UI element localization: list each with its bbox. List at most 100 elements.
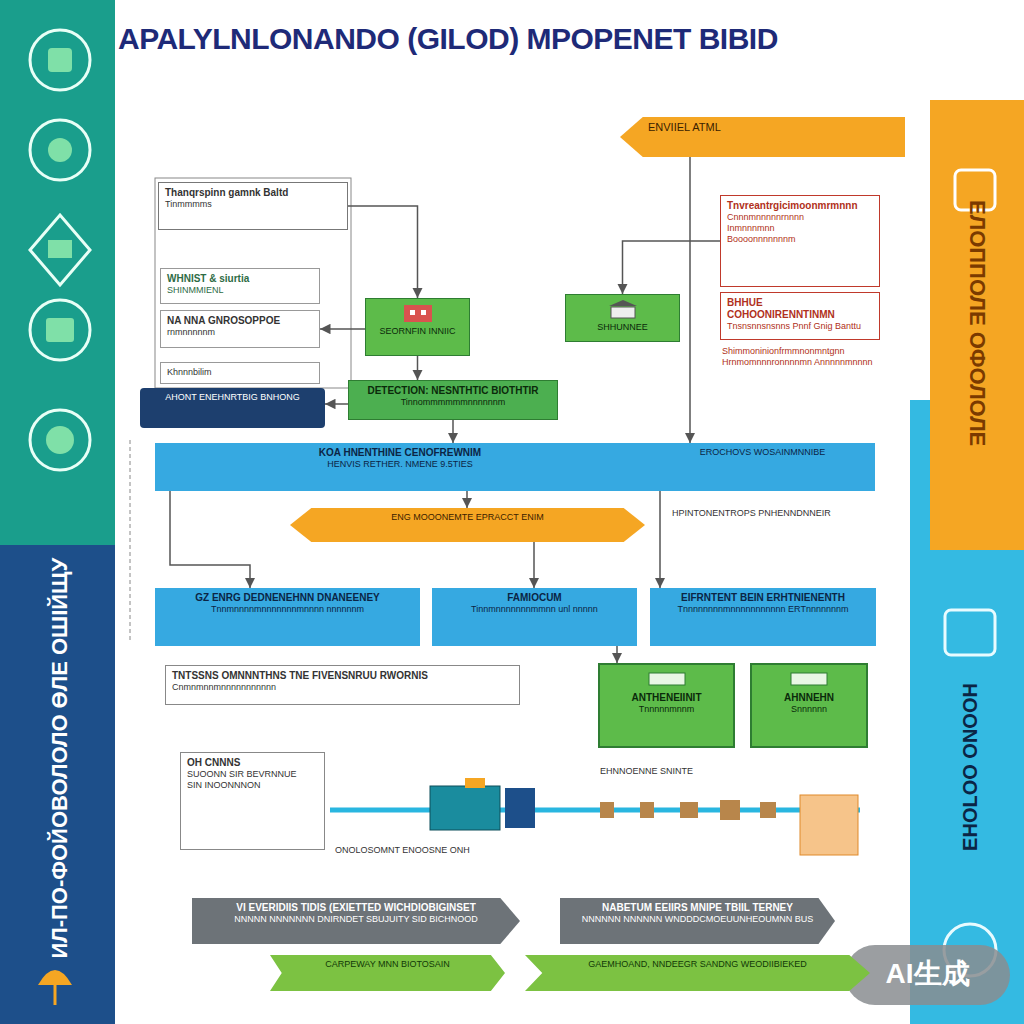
icon-glyph bbox=[46, 318, 74, 342]
node-body: SUOONN SIR BEVRNNUE bbox=[187, 769, 318, 780]
node-heading: EIFRNTENT BEIN ERHTNIENENTH bbox=[656, 592, 870, 604]
node-body: SHINMMIENL bbox=[167, 285, 313, 296]
arrow-banner: GAEMHOAND, NNDEEGR SANDNG WEODIIBIEKED bbox=[525, 955, 870, 991]
watermark-pill bbox=[845, 945, 1010, 1005]
pipeline-block bbox=[760, 802, 776, 818]
process-box: AHONT ENEHNRTBIG BNHONG bbox=[140, 388, 325, 428]
icon-glyph bbox=[46, 426, 74, 454]
page-title: APALYLNLONANDO (GILOD) MPOPENET BIBID bbox=[118, 22, 938, 56]
panel-icon bbox=[649, 673, 685, 685]
building-icon bbox=[410, 310, 415, 315]
node-body: Tnnmnnnnmnnnnnnnmnnnn nnnnnnm bbox=[161, 604, 414, 615]
process-box: WHNIST & siurtiaSHINMMIENL bbox=[160, 268, 320, 304]
side-panel bbox=[0, 0, 115, 545]
node-body: Cnnnmnnnnnrnnnn bbox=[727, 212, 873, 223]
process-box: GZ ENRG DEDNENEHNN DNANEENEYTnnmnnnnmnnn… bbox=[155, 588, 420, 646]
process-box: TnvreantrgicimoonmrmnnnCnnnmnnnnnrnnnnIn… bbox=[720, 195, 880, 287]
icon-group bbox=[46, 48, 74, 454]
connector-arrow bbox=[533, 542, 535, 588]
node-heading: WHNIST & siurtia bbox=[167, 273, 313, 285]
process-box: EROCHOVS WOSAINMNNIBE bbox=[650, 443, 875, 491]
process-box: NA NNA GNROSOPPOErnmnnnnnm bbox=[160, 310, 320, 348]
note-label: ONOLOSOMNT ENOOSNE ONH bbox=[335, 845, 575, 856]
circle-icon bbox=[30, 30, 90, 90]
node-body: HENVIS RETHER. NMENE 9.5TIES bbox=[161, 459, 639, 470]
node-body: Tnnnnnmnnm bbox=[606, 704, 727, 715]
pipeline-block bbox=[600, 802, 614, 818]
pipeline-unit bbox=[505, 788, 535, 828]
node-body: Snnnnnn bbox=[758, 704, 860, 715]
note-label: EHNNOENNE SNINTE bbox=[600, 766, 800, 777]
node-outline bbox=[620, 117, 905, 157]
box-icon bbox=[789, 669, 829, 689]
icon-glyph bbox=[48, 48, 72, 72]
bank-icon bbox=[609, 300, 637, 306]
node-outline bbox=[525, 955, 870, 991]
process-box: SEORNFIN INNIIC bbox=[365, 298, 470, 356]
node-body: Boooonnnnnnnm bbox=[727, 234, 873, 245]
pipeline-block bbox=[640, 802, 654, 818]
node-heading: GAEMHOAND, NNDEEGR SANDNG WEODIIBIEKED bbox=[545, 959, 850, 970]
side-panel bbox=[0, 545, 115, 1024]
group-outline bbox=[155, 178, 351, 388]
circle-icon bbox=[30, 410, 90, 470]
node-heading: SHHUNNEE bbox=[572, 322, 673, 333]
node-outline bbox=[560, 898, 835, 944]
node-heading: ENVIIEL ATML bbox=[648, 121, 877, 134]
node-heading: KOA HNENTHINE CENOFREWNIM bbox=[161, 447, 639, 459]
diamond-icon bbox=[30, 215, 90, 285]
connector-arrow bbox=[452, 420, 454, 443]
connector-arrow bbox=[689, 157, 691, 443]
pipeline-blocks bbox=[600, 800, 776, 820]
node-outline bbox=[270, 955, 505, 991]
process-box: Khnnnbilim bbox=[160, 362, 320, 384]
building-icon bbox=[421, 310, 426, 315]
icon-group bbox=[30, 30, 90, 470]
box-icon bbox=[945, 610, 995, 655]
process-box: AHNNEHNSnnnnnn bbox=[750, 663, 868, 748]
panel-icon bbox=[791, 673, 827, 685]
process-box: KOA HNENTHINE CENOFREWNIMHENVIS RETHER. … bbox=[155, 443, 875, 491]
process-box: BHHUE COHOONIRENNTINMNTnsnsnnsnsnns Pnnf… bbox=[720, 292, 880, 340]
node-heading: Khnnnbilim bbox=[167, 367, 313, 378]
pipeline-block bbox=[720, 800, 740, 820]
watermark: AI生成 bbox=[845, 957, 1010, 991]
node-body: Cnmnmnnmnnnnnnnnnnn bbox=[172, 682, 513, 693]
pipeline-unit bbox=[430, 786, 500, 830]
note-label: ЕЛОППОЛЕ ОФОЛОЛЕ bbox=[964, 123, 990, 523]
node-heading: Thanqrspinn gamnk Baltd bbox=[165, 187, 341, 199]
node-body: NNNNNN NNNNNN WNDDDCMOEUUNHEOUMNN BUS bbox=[574, 914, 821, 925]
node-heading: DETECTION: NESNTHTIC BIOTHTIR bbox=[355, 385, 551, 397]
process-box: TNTSSNS OMNNNTHNS TNE FIVENSNRUU RWORNIS… bbox=[165, 665, 520, 705]
circle-icon bbox=[30, 300, 90, 360]
icon-glyph bbox=[48, 138, 72, 162]
pipeline-unit bbox=[465, 778, 485, 788]
node-heading: BHHUE COHOONIRENNTINMN bbox=[727, 297, 873, 321]
arrow-banner: VI EVERIDIIS TIDIS (EXIETTED WICHDIOBIGI… bbox=[192, 898, 520, 944]
node-body: rnmnnnnnm bbox=[167, 327, 313, 338]
node-heading: Tnvreantrgicimoonmrmnnn bbox=[727, 200, 873, 212]
node-heading: OH CNNNS bbox=[187, 757, 318, 769]
node-heading: CARPEWAY MNN BIOTOSAIN bbox=[290, 959, 485, 970]
guide-line bbox=[130, 440, 131, 640]
process-box: DETECTION: NESNTHTIC BIOTHTIRTinnommmmmm… bbox=[348, 380, 558, 420]
process-box: EIFRNTENT BEIN ERHTNIENENTHTnnnnnnnnmnnn… bbox=[650, 588, 876, 646]
node-heading: GZ ENRG DEDNENEHNN DNANEENEY bbox=[161, 592, 414, 604]
connector-arrow bbox=[623, 241, 721, 294]
bank-icon bbox=[611, 307, 635, 318]
node-heading: FAMIOCUM bbox=[438, 592, 631, 604]
node-outline bbox=[192, 898, 520, 944]
note-label: ИЛ-ПО-ФОЙОВОЛОЛО ӨЛЕ ОШІЙЩУ bbox=[47, 548, 73, 968]
box-icon bbox=[603, 299, 643, 319]
building-icon bbox=[404, 305, 432, 322]
node-body: NNNNN NNNNNNN DNIRNDET SBUJUITY SID BICH… bbox=[206, 914, 506, 925]
umbrella-icon bbox=[38, 970, 72, 985]
circle-icon bbox=[30, 120, 90, 180]
connector-arrow bbox=[348, 206, 418, 298]
arrow-banner: CARPEWAY MNN BIOTOSAIN bbox=[270, 955, 505, 991]
node-heading: VI EVERIDIIS TIDIS (EXIETTED WICHDIOBIGI… bbox=[206, 902, 506, 914]
connector-arrow bbox=[170, 491, 250, 588]
node-heading: AHNNEHN bbox=[758, 692, 860, 704]
process-box: SHHUNNEE bbox=[565, 294, 680, 342]
node-outline bbox=[290, 508, 645, 542]
